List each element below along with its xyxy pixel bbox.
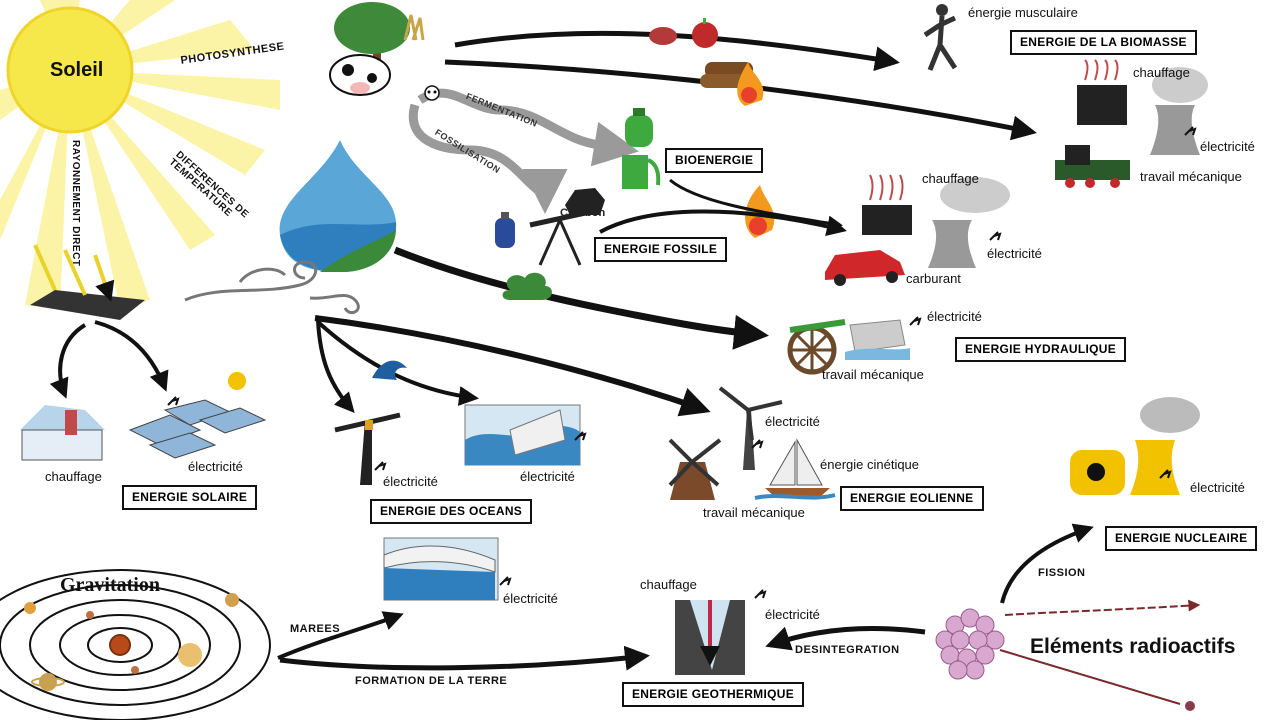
house-icon — [20, 405, 105, 461]
wind-swirl-icon — [184, 260, 360, 314]
use-coal-label: Charbon — [560, 207, 606, 219]
source-gravity-label: Gravitation — [60, 574, 160, 596]
process-direct-radiation: RAYONNEMENT DIRECT — [70, 140, 81, 267]
radiator-icon — [862, 174, 912, 235]
oil-pump-icon — [529, 209, 591, 266]
process-fission: FISSION — [1038, 567, 1086, 579]
tidal-plant-icon — [383, 537, 499, 601]
source-radioactive-label: Eléments radioactifs — [1030, 635, 1236, 658]
skull-icon — [424, 85, 440, 101]
gas-tank-icon — [625, 108, 653, 147]
coal-icon — [565, 188, 605, 215]
use-electricity-hydraulic: électricité — [927, 309, 982, 324]
arrow-tides — [277, 611, 404, 660]
use-heating-biomass: chauffage — [1133, 65, 1190, 80]
solar-panel-icon — [128, 372, 267, 459]
arrow-to-solar-heating — [49, 323, 87, 399]
use-mechanical-hydraulic: travail mécanique — [822, 367, 924, 382]
arrow-earth-formation — [279, 645, 650, 671]
solar-system-icon — [0, 569, 271, 720]
wind-turbine-icon — [718, 386, 783, 470]
atom-cluster-icon — [935, 608, 1005, 680]
stove-icon — [1077, 59, 1127, 125]
arrow-radiation-top — [1004, 599, 1201, 616]
use-electricity-tides: électricité — [503, 591, 558, 606]
energy-solar-box: ENERGIE SOLAIRE — [122, 485, 258, 511]
cooling-tower-biomass-icon — [1150, 67, 1208, 155]
arrow-water-to-hydraulic — [393, 246, 769, 350]
solar-radiation-panel-icon — [30, 244, 145, 320]
gas-bottle-icon — [495, 212, 515, 248]
apple-icon — [692, 18, 718, 48]
arrow-fission — [1000, 523, 1094, 604]
arrow-disintegration — [765, 625, 926, 651]
use-mechanical-biomass: travail mécanique — [1140, 169, 1242, 184]
use-heating-geothermal: chauffage — [640, 577, 697, 592]
particle-icon — [1185, 701, 1195, 711]
meat-icon — [649, 27, 677, 45]
water-drop-icon — [279, 140, 397, 272]
use-kinetic: énergie cinétique — [820, 457, 920, 472]
process-earth-formation: FORMATION DE LA TERRE — [355, 675, 508, 687]
sailboat-icon — [754, 438, 836, 500]
tide-turbine-icon — [334, 412, 401, 485]
use-mechanical-wind: travail mécanique — [703, 505, 805, 520]
use-electricity-solar: électricité — [188, 459, 243, 474]
use-heating-fossil: chauffage — [922, 171, 979, 186]
windmill-icon — [668, 438, 722, 500]
fermentation-arrow — [417, 88, 639, 167]
energy-wind-box: ENERGIE EOLIENNE — [840, 486, 984, 512]
energy-bioenergy-box: BIOENERGIE — [665, 148, 764, 174]
fuel-pump-icon — [622, 155, 661, 189]
arrow-bioenergy-to-heat — [669, 178, 843, 231]
use-electricity-biomass: électricité — [1200, 139, 1255, 154]
energy-biomass-box: ENERGIE DE LA BIOMASSE — [1010, 30, 1197, 56]
plug-icon — [167, 126, 1197, 599]
use-muscular: énergie musculaire — [968, 5, 1078, 20]
arrow-to-wind — [314, 315, 711, 417]
source-sun-label: Soleil — [50, 59, 104, 81]
use-electricity-fossil: électricité — [987, 246, 1042, 261]
energy-hydraulic-box: ENERGIE HYDRAULIQUE — [955, 337, 1127, 363]
process-disintegration: DESINTEGRATION — [795, 644, 900, 656]
use-electricity-wave: électricité — [520, 469, 575, 484]
car-icon — [825, 250, 905, 286]
dam-icon — [845, 319, 910, 360]
geothermal-well-icon — [675, 600, 745, 675]
arrow-to-ocean-wave — [316, 320, 479, 406]
sun-icon — [6, 6, 134, 134]
arrow-to-ocean-tidal — [316, 319, 355, 414]
arrow-to-solar-electric — [94, 320, 169, 392]
nuclear-plant-icon — [1070, 397, 1200, 495]
cloud-icon — [502, 272, 552, 301]
energy-fossil-box: ENERGIE FOSSILE — [594, 237, 728, 263]
use-electricity-nuclear: électricité — [1190, 480, 1245, 495]
use-electricity-wind: électricité — [765, 414, 820, 429]
arrow-fossil-to-heat — [599, 209, 847, 236]
energy-geothermal-box: ENERGIE GEOTHERMIQUE — [622, 682, 805, 708]
cooling-tower-fossil-icon — [928, 177, 1010, 268]
wave-icon — [372, 360, 407, 380]
energy-nuclear-box: ENERGIE NUCLEAIRE — [1105, 526, 1258, 552]
use-fuel: carburant — [906, 271, 961, 286]
use-electricity-geothermal: électricité — [765, 607, 820, 622]
cow-icon — [329, 54, 391, 96]
log-fire-icon — [700, 62, 764, 106]
arrow-to-muscular — [454, 30, 900, 72]
runner-icon — [923, 4, 958, 71]
use-electricity-tidal: électricité — [383, 474, 438, 489]
use-heating-solar: chauffage — [45, 469, 102, 484]
process-tides: MAREES — [290, 623, 341, 635]
arrow-radiation-bottom — [999, 649, 1181, 705]
energy-oceans-box: ENERGIE DES OCEANS — [370, 499, 533, 525]
tree-icon — [334, 2, 425, 70]
fossilisation-arrow — [408, 103, 568, 214]
wave-energy-icon — [464, 404, 581, 466]
locomotive-icon — [1055, 145, 1130, 188]
waterwheel-icon — [787, 319, 846, 375]
